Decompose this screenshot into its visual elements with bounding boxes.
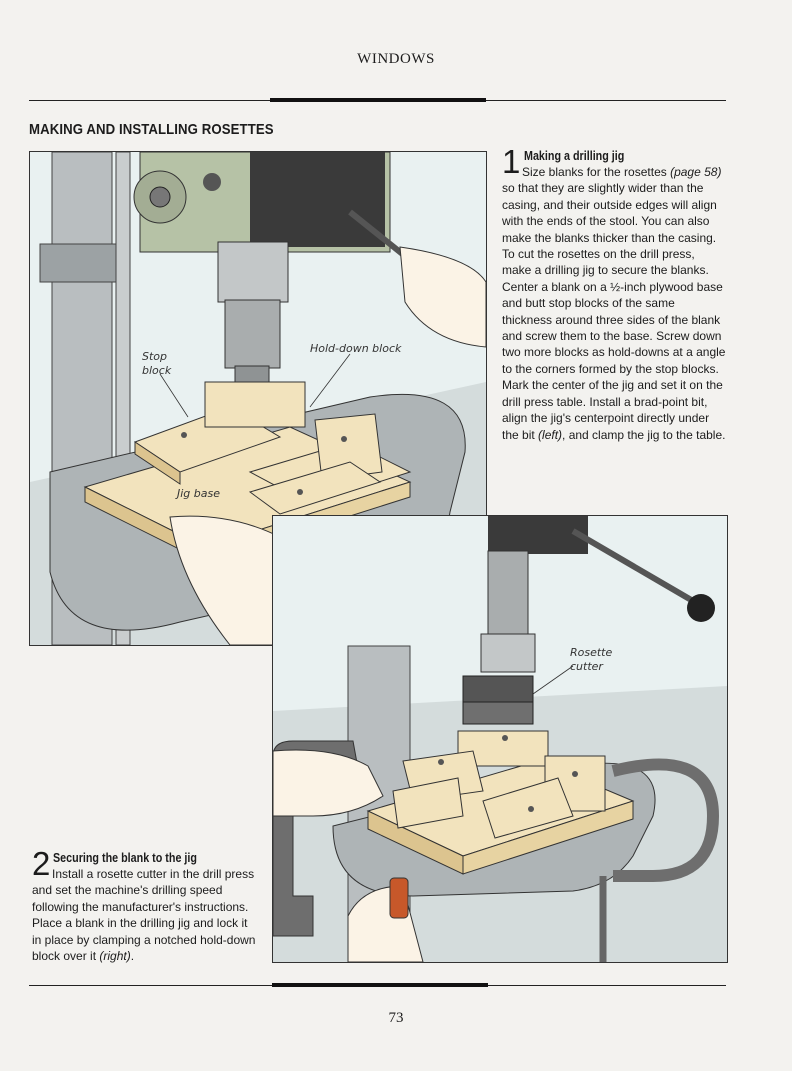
step-1-body: Size blanks for the rosettes (page 58) s… bbox=[502, 164, 726, 443]
section-title: MAKING AND INSTALLING ROSETTES bbox=[29, 121, 274, 138]
step-1-text-a: Size blanks for the rosettes bbox=[522, 165, 671, 179]
step-2-number: 2 bbox=[32, 845, 51, 882]
label-rosette-1: Rosette bbox=[570, 646, 612, 659]
step-2-title: Securing the blank to the jig bbox=[53, 851, 197, 865]
footer-rule-bold bbox=[272, 983, 488, 987]
label-stop-block-1: Stop bbox=[142, 350, 167, 363]
step-1-ref-b: (left) bbox=[538, 427, 563, 442]
header-rule-bold bbox=[270, 98, 486, 102]
label-jig-base: Jig base bbox=[175, 487, 220, 500]
label-stop-block-2: block bbox=[142, 364, 172, 377]
step-1-title: Making a drilling jig bbox=[524, 149, 625, 163]
label-hold-down-block: Hold-down block bbox=[310, 342, 402, 355]
step-1-ref-a: (page 58) bbox=[670, 165, 722, 179]
label-rosette-2: cutter bbox=[570, 660, 604, 673]
step-2-ref-a: (right) bbox=[99, 949, 131, 964]
running-head: WINDOWS bbox=[357, 51, 435, 67]
step-2-text-b: . bbox=[130, 949, 135, 964]
step-2-body: Install a rosette cutter in the drill pr… bbox=[32, 866, 258, 964]
figure-rosette-cutter: Rosette cutter bbox=[272, 515, 728, 963]
step-1-number: 1 bbox=[502, 143, 521, 180]
step-2-text-a: Install a rosette cutter in the drill pr… bbox=[32, 867, 256, 964]
step-1-text-b: so that they are slightly wider than the… bbox=[502, 181, 726, 442]
rosette-cutter-illustration: Rosette cutter bbox=[273, 516, 727, 962]
page-number: 73 bbox=[388, 1010, 404, 1026]
step-1-text-c: , and clamp the jig to the table. bbox=[562, 427, 726, 442]
